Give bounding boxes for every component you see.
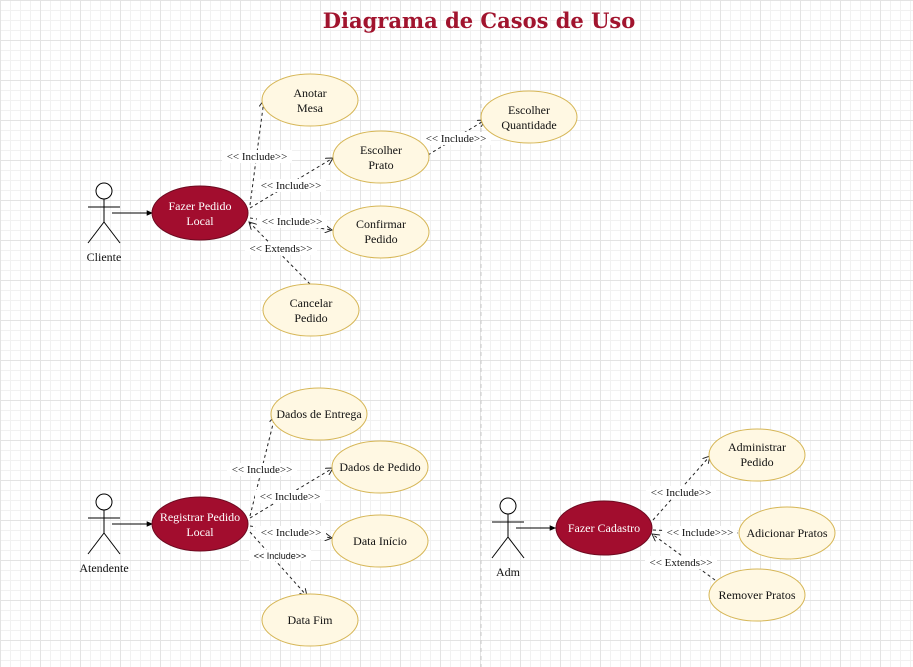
svg-text:Cancelar: Cancelar <box>290 296 333 310</box>
label-include-inicio: << Include>> <box>256 526 326 539</box>
actor-leg-left <box>87 532 105 555</box>
actor-atendente[interactable]: Atendente <box>79 493 129 575</box>
svg-text:<< Include>>: << Include>> <box>651 487 712 499</box>
svg-text:Dados de Entrega: Dados de Entrega <box>276 407 362 421</box>
svg-text:<< Include>>: << Include>> <box>261 180 322 192</box>
use-case-dados-de-entrega[interactable]: Dados de Entrega <box>270 387 368 441</box>
svg-text:Adicionar Pratos: Adicionar Pratos <box>747 526 828 540</box>
actor-leg-right <box>103 221 121 244</box>
svg-text:<< Include>>: << Include>> <box>426 133 487 145</box>
svg-text:Confirmar: Confirmar <box>356 217 406 231</box>
label-include-fim: << Include>> <box>249 550 311 561</box>
actor-head <box>499 497 517 515</box>
svg-text:Pedido: Pedido <box>740 455 773 469</box>
svg-text:Remover Pratos: Remover Pratos <box>719 588 796 602</box>
connector-include-quantidade <box>427 120 485 156</box>
svg-text:Data Início: Data Início <box>353 534 407 548</box>
svg-text:Escolher: Escolher <box>508 103 550 117</box>
use-case-anotar-mesa[interactable]: Anotar Mesa <box>261 73 359 127</box>
use-case-data-inicio[interactable]: Data Início <box>331 514 429 568</box>
use-case-dados-de-pedido[interactable]: Dados de Pedido <box>331 440 429 494</box>
connector-include-fim <box>249 531 307 596</box>
diagram-title: Diagrama de Casos de Uso <box>323 8 635 33</box>
use-case-registrar-pedido-local[interactable]: Registrar Pedido Local <box>151 496 249 552</box>
use-case-data-fim[interactable]: Data Fim <box>261 593 359 647</box>
svg-text:Dados de Pedido: Dados de Pedido <box>339 460 420 474</box>
actor-leg-right <box>103 532 121 555</box>
svg-text:Escolher: Escolher <box>360 143 402 157</box>
svg-text:Quantidade: Quantidade <box>501 118 556 132</box>
actor-leg-left <box>87 221 105 244</box>
use-case-remover-pratos[interactable]: Remover Pratos <box>708 568 806 622</box>
actor-cliente[interactable]: Cliente <box>87 182 122 264</box>
connector-extends-remover <box>652 534 716 581</box>
label-include-prato: << Include>> <box>256 179 326 192</box>
actor-label: Cliente <box>87 250 122 264</box>
actor-label: Adm <box>496 565 521 579</box>
svg-text:<< Include>>>: << Include>>> <box>667 527 734 539</box>
actor-leg-left <box>491 536 509 559</box>
svg-text:Fazer Pedido: Fazer Pedido <box>169 199 232 213</box>
svg-text:Pedido: Pedido <box>294 311 327 325</box>
svg-text:Local: Local <box>186 214 214 228</box>
use-case-cancelar-pedido[interactable]: Cancelar Pedido <box>262 283 360 337</box>
use-case-confirmar-pedido[interactable]: Confirmar Pedido <box>332 205 430 259</box>
svg-text:Registrar Pedido: Registrar Pedido <box>160 510 240 524</box>
label-include-adicionar: << Include>>> <box>663 526 737 539</box>
svg-text:<< Include>>: << Include>> <box>261 527 322 539</box>
label-include-administrar: << Include>> <box>646 486 716 499</box>
svg-text:Local: Local <box>186 525 214 539</box>
use-case-escolher-prato[interactable]: Escolher Prato <box>332 130 430 184</box>
label-include-entrega: << Include>> <box>227 463 297 476</box>
label-include-anotar: << Include>> <box>222 150 292 163</box>
svg-text:Prato: Prato <box>368 158 393 172</box>
label-extends-cancelar: << Extends>> <box>245 242 317 255</box>
svg-text:Administrar: Administrar <box>728 440 786 454</box>
label-include-confirmar: << Include>> <box>257 215 327 228</box>
use-case-fazer-pedido-local[interactable]: Fazer Pedido Local <box>151 185 249 241</box>
svg-text:Anotar: Anotar <box>293 86 326 100</box>
label-include-dados-pedido: << Include>> <box>255 490 325 503</box>
svg-text:<< Include>>: << Include>> <box>227 151 288 163</box>
actor-label: Atendente <box>79 561 128 575</box>
svg-text:<< Include>>: << Include>> <box>260 491 321 503</box>
use-case-escolher-quantidade[interactable]: Escolher Quantidade <box>480 90 578 144</box>
actor-head <box>95 493 113 511</box>
use-case-adicionar-pratos[interactable]: Adicionar Pratos <box>738 506 836 560</box>
use-case-administrar-pedido[interactable]: Administrar Pedido <box>708 428 806 482</box>
actor-head <box>95 182 113 200</box>
svg-text:<< Include>>: << Include>> <box>254 551 307 561</box>
svg-text:<< Extends>>: << Extends>> <box>649 557 712 569</box>
svg-text:<< Include>>: << Include>> <box>262 216 323 228</box>
svg-text:Fazer Cadastro: Fazer Cadastro <box>568 521 640 535</box>
actor-adm[interactable]: Adm <box>491 497 525 579</box>
label-include-quantidade: << Include>> <box>421 132 491 145</box>
svg-text:Mesa: Mesa <box>297 101 324 115</box>
svg-text:Data Fim: Data Fim <box>288 613 334 627</box>
svg-text:<< Extends>>: << Extends>> <box>249 243 312 255</box>
svg-text:<< Include>>: << Include>> <box>232 464 293 476</box>
actor-leg-right <box>507 536 525 559</box>
use-case-fazer-cadastro[interactable]: Fazer Cadastro <box>555 500 653 556</box>
connector-include-entrega <box>249 416 275 517</box>
svg-text:Pedido: Pedido <box>364 232 397 246</box>
label-extends-remover: << Extends>> <box>645 556 717 569</box>
